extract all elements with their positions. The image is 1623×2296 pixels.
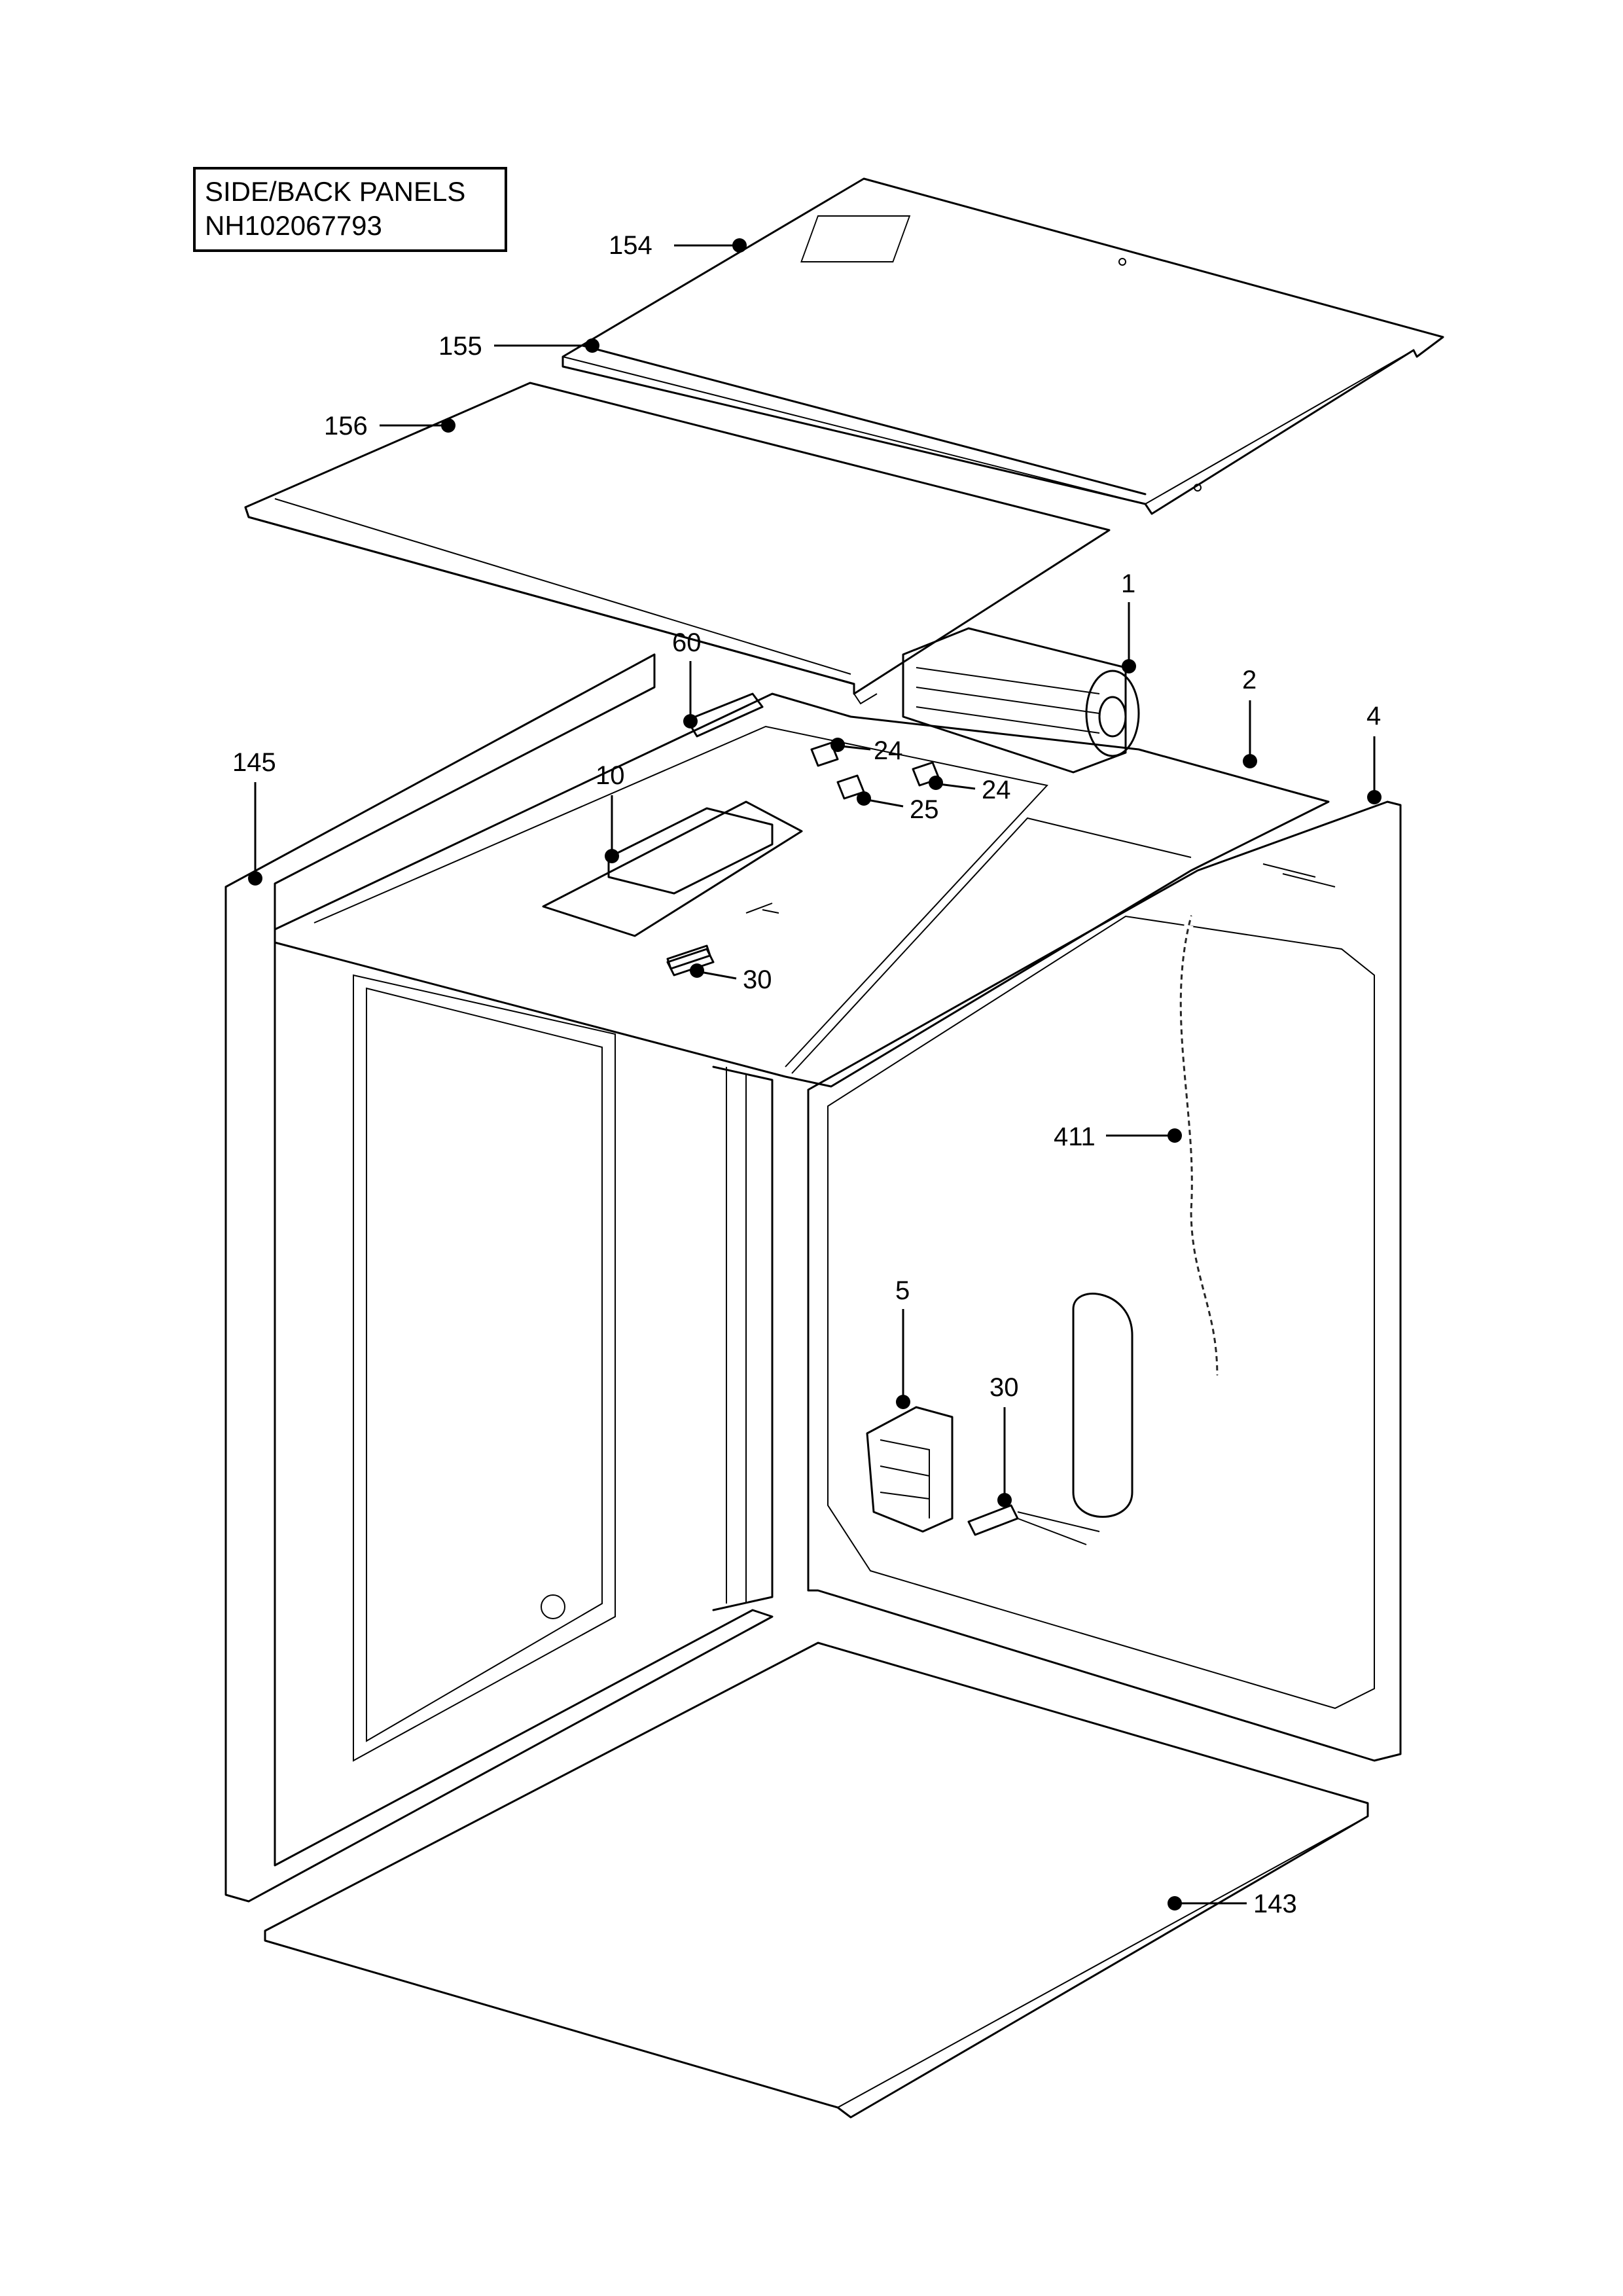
svg-text:4: 4: [1366, 702, 1381, 730]
callout-5: 5: [895, 1276, 910, 1409]
callout-1: 1: [1121, 569, 1136, 673]
svg-text:143: 143: [1253, 1890, 1297, 1918]
callout-143: 143: [1168, 1890, 1297, 1918]
thermal-fuse-upper: [666, 948, 715, 977]
cabinet-top: [274, 692, 1330, 1088]
callout-145: 145: [232, 748, 276, 886]
callout-30-lower: 30: [990, 1373, 1019, 1507]
callout-24-upper: 24: [830, 736, 903, 765]
thermal-fuse-lower: [967, 1504, 1100, 1545]
callout-156: 156: [324, 412, 455, 440]
blower-motor: [902, 627, 1140, 774]
svg-text:411: 411: [1054, 1122, 1096, 1151]
svg-text:10: 10: [596, 761, 625, 790]
terminal-block: [866, 1406, 954, 1533]
svg-text:1: 1: [1121, 569, 1135, 598]
control-board: [542, 800, 803, 970]
top-panel: [562, 177, 1444, 515]
thermostat-24a: [810, 742, 839, 767]
duct-hose: [1176, 915, 1222, 1376]
harness-clip-60: [686, 692, 764, 738]
svg-text:2: 2: [1242, 666, 1257, 694]
callout-60: 60: [672, 628, 702, 728]
front-top-panel: [244, 382, 1111, 705]
callout-411: 411: [1054, 1122, 1182, 1151]
callout-24-lower: 24: [929, 776, 1011, 804]
title-box: SIDE/BACK PANELS NH102067793: [193, 167, 507, 252]
side-panel: [224, 653, 774, 1903]
svg-text:5: 5: [895, 1276, 910, 1305]
svg-text:154: 154: [609, 231, 652, 260]
part-number: NH102067793: [205, 210, 382, 241]
svg-text:60: 60: [672, 628, 702, 657]
callout-2: 2: [1242, 666, 1257, 768]
back-panel: [807, 800, 1402, 1762]
svg-text:24: 24: [874, 736, 903, 765]
svg-text:30: 30: [743, 965, 772, 994]
callout-10: 10: [596, 761, 625, 863]
svg-text:25: 25: [910, 795, 939, 824]
callout-154: 154: [609, 231, 747, 260]
base-panel: [264, 1641, 1369, 2119]
svg-text:155: 155: [438, 332, 482, 361]
callout-30-upper: 30: [690, 963, 772, 994]
svg-text:156: 156: [324, 412, 368, 440]
back-panel-opening: [1072, 1293, 1133, 1518]
diagram-title: SIDE/BACK PANELS: [205, 176, 466, 207]
svg-text:30: 30: [990, 1373, 1019, 1402]
svg-text:24: 24: [982, 776, 1011, 804]
callout-155: 155: [438, 332, 599, 361]
callout-25: 25: [857, 791, 939, 824]
svg-text:145: 145: [232, 748, 276, 777]
callout-4: 4: [1366, 702, 1382, 804]
